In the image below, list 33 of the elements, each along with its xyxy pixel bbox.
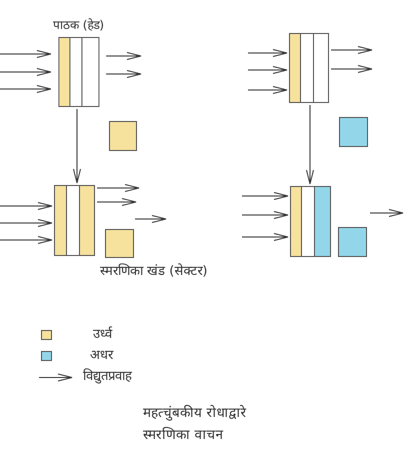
arrow bbox=[306, 104, 314, 184]
legend-label: अधर bbox=[90, 348, 113, 364]
arrow bbox=[106, 52, 142, 60]
sector-square bbox=[338, 227, 367, 257]
arrow bbox=[242, 192, 288, 200]
arrow bbox=[96, 184, 140, 192]
arrow bbox=[106, 70, 142, 78]
arrow bbox=[0, 50, 52, 58]
sector-square bbox=[109, 121, 137, 151]
arrow bbox=[330, 65, 372, 73]
arrow bbox=[242, 233, 288, 241]
arrow bbox=[242, 211, 288, 219]
caption: महत्चुंबकीय रोधाद्वारे स्मरणिका वाचन bbox=[143, 404, 248, 445]
sector-square bbox=[339, 117, 368, 147]
arrow bbox=[248, 49, 288, 57]
head-label: पाठक (हेड) bbox=[52, 17, 104, 33]
arrow bbox=[0, 85, 52, 93]
read-head bbox=[54, 185, 95, 256]
read-head bbox=[290, 186, 331, 257]
arrow bbox=[330, 46, 372, 54]
legend-label: विद्युतप्रवाह bbox=[83, 369, 132, 385]
arrow bbox=[0, 236, 52, 244]
arrow bbox=[0, 219, 52, 227]
sector-square bbox=[105, 229, 134, 258]
read-head bbox=[289, 33, 329, 103]
arrow bbox=[0, 68, 52, 76]
arrow bbox=[248, 66, 288, 74]
legend-label: उर्ध्व bbox=[93, 327, 112, 343]
arrow bbox=[0, 202, 52, 210]
arrow bbox=[248, 86, 288, 94]
arrow bbox=[96, 198, 136, 206]
sector-label: स्मरणिका खंड (सेक्टर) bbox=[100, 264, 208, 280]
arrow bbox=[73, 108, 81, 184]
